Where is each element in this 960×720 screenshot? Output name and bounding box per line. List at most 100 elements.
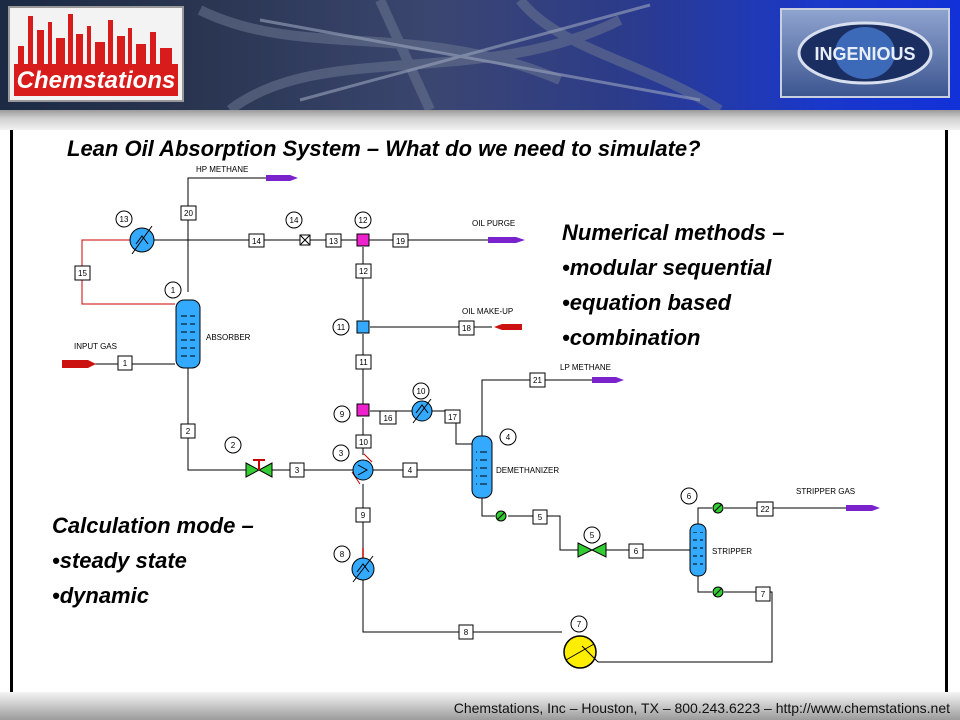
valve-2 [245,459,273,478]
mixer-9 [356,403,370,417]
oil-purge-arrow [488,237,525,243]
demethanizer-column [471,435,493,499]
svg-text:1: 1 [123,359,128,368]
stream-box-9: 9 [355,507,371,523]
stripper-column [689,523,707,577]
svg-text:9: 9 [340,410,345,419]
svg-text:22: 22 [761,505,770,514]
svg-text:7: 7 [577,620,582,629]
label-demethanizer: DEMETHANIZER [496,466,559,475]
svg-text:3: 3 [295,466,300,475]
equip-tag-6: 6 [680,487,698,505]
label-stripper-gas: STRIPPER GAS [796,487,855,496]
stream-box-15: 15 [74,265,91,281]
stripper-bottom-exchanger [712,586,724,598]
equip-tag-2: 2 [224,436,242,454]
stream-box-1: 1 [117,355,133,371]
mixer-12 [356,233,370,247]
stream-box-18: 18 [458,320,475,336]
stream-box-13: 13 [325,233,342,248]
footer-bar: Chemstations, Inc – Houston, TX – 800.24… [0,692,960,720]
equip-tag-3: 3 [332,444,350,462]
equip-tag-10: 10 [412,382,430,400]
svg-text:1: 1 [171,286,176,295]
svg-text:8: 8 [340,550,345,559]
stream-box-19: 19 [392,233,409,248]
svg-text:7: 7 [761,590,766,599]
svg-text:10: 10 [359,438,368,447]
stripper-top-exchanger [712,502,724,514]
heater-10 [411,398,433,424]
label-oil-makeup: OIL MAKE-UP [462,307,513,316]
pump-7 [563,635,599,669]
svg-text:12: 12 [359,267,368,276]
stream-box-8: 8 [458,624,474,640]
svg-text:5: 5 [590,531,595,540]
stream-box-14: 14 [248,233,265,248]
svg-text:11: 11 [359,358,368,367]
label-hp-methane: HP METHANE [196,165,248,174]
equip-tag-5: 5 [583,526,601,544]
svg-text:6: 6 [687,492,692,501]
svg-text:18: 18 [462,324,471,333]
stream-box-11: 11 [355,354,372,370]
equip-tag-1: 1 [164,281,182,299]
stream-box-12: 12 [355,263,372,279]
banner-pipes-graphic [197,0,723,110]
stream-box-5: 5 [532,509,548,525]
stream-box-20: 20 [180,205,197,221]
label-input-gas: INPUT GAS [74,342,117,351]
mixer-11 [356,320,370,334]
stream-box-16: 16 [379,410,397,425]
svg-text:13: 13 [120,215,129,224]
svg-text:19: 19 [396,237,405,246]
chemstations-logo-text: Chemstations [17,67,176,94]
equip-tag-12: 12 [354,211,372,229]
svg-text:16: 16 [384,414,393,423]
numerical-methods-heading: Numerical methods – [562,220,785,245]
svg-text:3: 3 [339,449,344,458]
svg-text:11: 11 [337,323,346,332]
svg-text:20: 20 [184,209,193,218]
hp-methane-arrow [266,175,298,181]
ingenious-logo-text: INGENIOUS [814,44,915,64]
equip-tag-4: 4 [499,428,517,446]
label-stripper: STRIPPER [712,547,752,556]
stream-box-7: 7 [755,586,771,602]
svg-text:4: 4 [506,433,511,442]
cooler-13 [129,225,155,255]
equip-tag-7: 7 [570,615,588,633]
svg-text:21: 21 [533,376,542,385]
equip-tag-11: 11 [332,318,350,336]
calculation-mode-heading: Calculation mode – [52,513,254,538]
bullet-combination: •combination [562,325,701,350]
svg-text:5: 5 [538,513,543,522]
valve-5 [577,542,607,558]
input-gas-arrow [62,360,96,368]
equip-tag-13: 13 [115,210,133,228]
condenser-demethanizer [495,510,507,522]
svg-text:14: 14 [290,216,299,225]
stream-box-17: 17 [444,409,461,424]
slide-content-area [10,130,948,692]
heat-exchanger-3 [352,459,374,481]
svg-text:2: 2 [231,441,236,450]
divider-14 [299,234,311,246]
stream-box-4: 4 [402,462,418,478]
header-banner: Chemstations INGENIOUS [0,0,960,110]
svg-text:14: 14 [252,237,261,246]
svg-text:4: 4 [408,466,413,475]
bullet-steady-state: •steady state [52,548,187,573]
bullet-equation-based: •equation based [562,290,732,315]
absorber-column [175,299,201,369]
stream-box-22: 22 [756,501,774,517]
svg-text:6: 6 [634,547,639,556]
header-divider [0,110,960,130]
equip-tag-8: 8 [333,545,351,563]
svg-text:13: 13 [329,237,338,246]
cooler-8 [351,555,375,583]
equip-tag-9: 9 [333,405,351,423]
svg-text:10: 10 [417,387,426,396]
svg-text:9: 9 [361,511,366,520]
